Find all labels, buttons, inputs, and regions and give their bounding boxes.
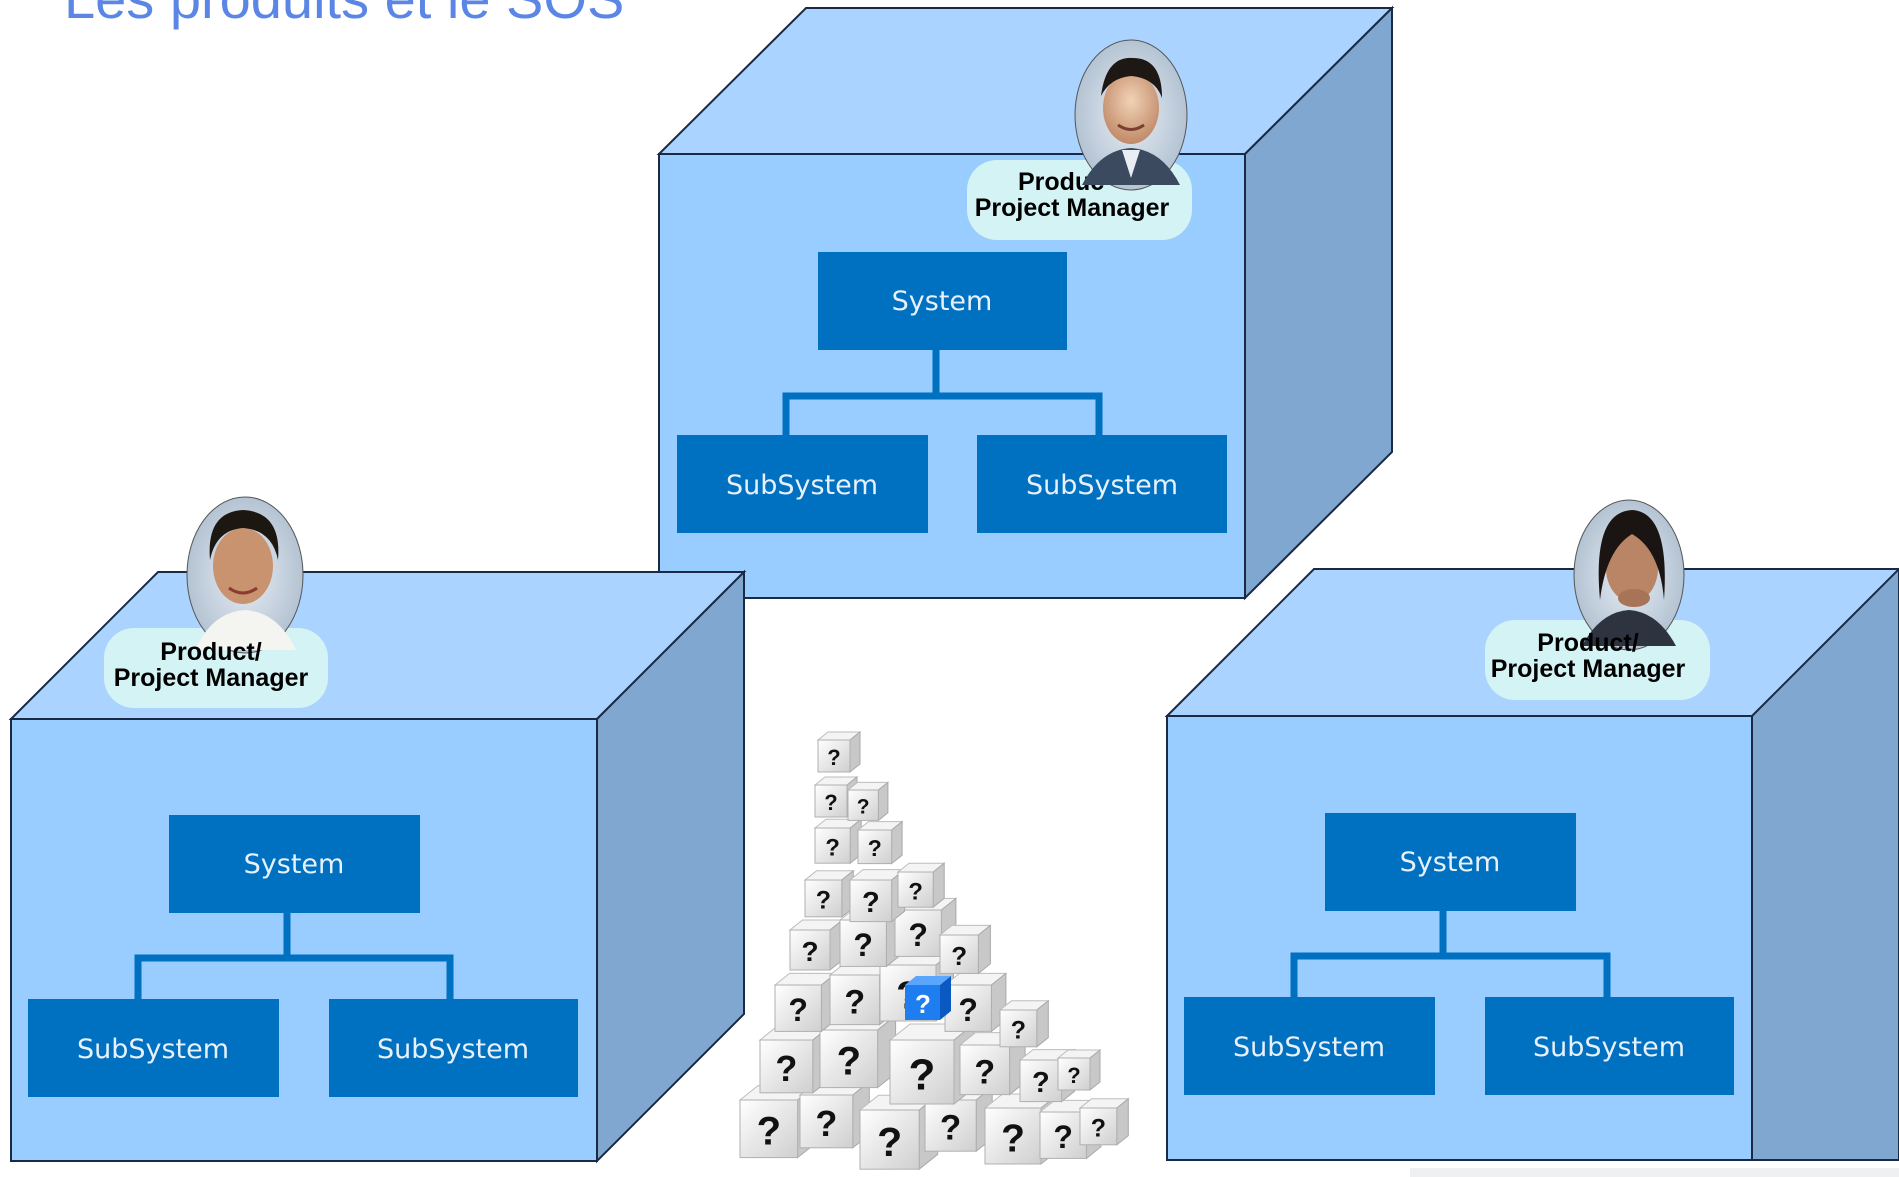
- svg-text:?: ?: [857, 796, 870, 819]
- person-photo-icon: [1074, 39, 1188, 191]
- system-label: System: [892, 286, 993, 317]
- subsystem-label: SubSystem: [1533, 1032, 1685, 1063]
- subsystem-box: [677, 435, 928, 533]
- svg-text:?: ?: [915, 989, 931, 1019]
- svg-text:?: ?: [1053, 1119, 1073, 1155]
- svg-text:?: ?: [1011, 1017, 1026, 1045]
- page-title: Les produits et le SOS: [64, 0, 624, 31]
- svg-text:?: ?: [868, 835, 882, 861]
- svg-text:?: ?: [757, 1110, 781, 1154]
- subsystem-box: [329, 999, 578, 1097]
- pm-label-line1: Product/: [1537, 629, 1638, 657]
- question-die: ?: [858, 1094, 940, 1171]
- question-die: ?: [788, 918, 844, 972]
- svg-text:?: ?: [824, 790, 837, 815]
- question-die: ?: [856, 820, 904, 865]
- subsystem-label: SubSystem: [377, 1034, 529, 1065]
- svg-text:?: ?: [974, 1053, 995, 1091]
- subsystem-label: SubSystem: [726, 470, 878, 501]
- question-die: ?: [773, 972, 838, 1033]
- svg-text:?: ?: [853, 927, 873, 963]
- question-die: ?: [1078, 1097, 1130, 1146]
- footer-strip: [1410, 1168, 1899, 1177]
- cube-top: System SubSystem SubSystem Produc Projec…: [656, 5, 1395, 601]
- system-label: System: [1400, 847, 1501, 878]
- question-die: ?: [816, 730, 862, 774]
- hierarchy-connector: [782, 350, 1103, 435]
- subsystem-box: [1485, 997, 1734, 1095]
- subsystem-box: [977, 435, 1227, 533]
- question-die: ?: [848, 868, 907, 923]
- svg-text:?: ?: [815, 1103, 837, 1144]
- svg-text:?: ?: [908, 917, 928, 953]
- person-photo-icon: [1573, 499, 1685, 651]
- svg-text:?: ?: [958, 992, 978, 1028]
- pm-label-line1: Product/: [160, 638, 261, 666]
- question-die: ?: [896, 862, 946, 909]
- svg-text:?: ?: [862, 887, 880, 919]
- svg-text:?: ?: [909, 1051, 936, 1100]
- svg-text:?: ?: [1091, 1115, 1106, 1143]
- question-die: ?: [846, 781, 890, 822]
- svg-text:?: ?: [837, 1040, 861, 1084]
- person-photo-icon: [186, 496, 304, 654]
- hierarchy-connector: [134, 913, 454, 999]
- svg-text:?: ?: [816, 887, 831, 915]
- subsystem-box: [1184, 997, 1435, 1095]
- svg-text:?: ?: [801, 936, 818, 967]
- pm-label-line2: Project Manager: [1491, 655, 1686, 683]
- system-box: [169, 815, 420, 913]
- subsystem-label: SubSystem: [1233, 1032, 1385, 1063]
- question-die: ?: [998, 999, 1050, 1048]
- svg-text:?: ?: [951, 941, 967, 971]
- subsystem-label: SubSystem: [77, 1034, 229, 1065]
- subsystem-box: [28, 999, 279, 1097]
- svg-text:?: ?: [877, 1119, 902, 1165]
- system-box: [818, 252, 1067, 350]
- question-die: ?: [813, 818, 863, 865]
- svg-text:?: ?: [940, 1109, 961, 1148]
- pm-label-line2: Project Manager: [975, 194, 1170, 222]
- svg-text:?: ?: [825, 834, 840, 861]
- svg-text:?: ?: [844, 983, 865, 1021]
- cube-left: System SubSystem SubSystem Product/ Proj…: [8, 496, 747, 1164]
- subsystem-label: SubSystem: [1026, 470, 1178, 501]
- question-die: ?: [758, 1025, 831, 1094]
- question-die: ?: [803, 869, 855, 918]
- question-die: ?: [1056, 1048, 1102, 1092]
- system-label: System: [244, 849, 345, 880]
- question-die: ?: [818, 1014, 898, 1089]
- question-die-highlight: ?: [905, 976, 951, 1020]
- system-box: [1325, 813, 1576, 911]
- hierarchy-connector: [1290, 911, 1611, 997]
- svg-text:?: ?: [775, 1048, 797, 1089]
- cube-right: System SubSystem SubSystem Product/ Proj…: [1164, 499, 1899, 1161]
- question-dice-icon: ???????????????????????????????: [738, 730, 1130, 1171]
- svg-text:?: ?: [1001, 1117, 1025, 1160]
- svg-text:?: ?: [827, 745, 840, 770]
- svg-text:?: ?: [788, 992, 808, 1028]
- pm-label-line2: Project Manager: [114, 664, 309, 692]
- svg-text:?: ?: [908, 878, 923, 905]
- question-die: ?: [938, 924, 992, 975]
- question-die: ?: [943, 972, 1008, 1033]
- svg-text:?: ?: [1032, 1067, 1050, 1099]
- svg-text:?: ?: [1067, 1063, 1080, 1088]
